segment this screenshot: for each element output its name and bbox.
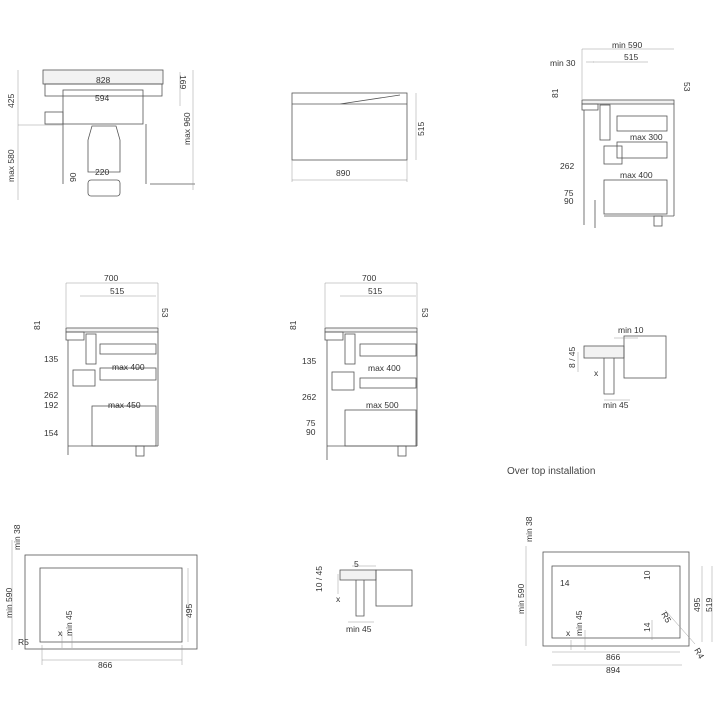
dim-10-45: 10 / 45 <box>314 566 324 592</box>
fig-cutout-flush: min 38 min 590 495 R5 x min 45 866 <box>4 524 198 670</box>
dim-81: 81 <box>288 320 298 330</box>
dim-90: 90 <box>564 196 574 206</box>
dim-min-590: min 590 <box>612 40 643 50</box>
dim-x: x <box>58 628 63 638</box>
fig-side-section-extractor: 828 594 169 425 max 580 max 960 220 90 <box>6 69 195 200</box>
dim-max-500: max 500 <box>366 400 399 410</box>
dim-min-10: min 10 <box>618 325 644 335</box>
dim-81: 81 <box>32 320 42 330</box>
dim-262: 262 <box>302 392 316 402</box>
dim-53: 53 <box>682 82 692 92</box>
dim-8-45: 8 / 45 <box>567 346 577 368</box>
dim-min-38: min 38 <box>12 524 22 550</box>
dim-495: 495 <box>184 604 194 618</box>
dim-515: 515 <box>110 286 124 296</box>
fig-section-drawers-c: 700 515 81 53 135 max 400 262 max 500 75… <box>288 273 430 460</box>
dim-594: 594 <box>95 93 109 103</box>
dim-5: 5 <box>354 559 359 569</box>
dim-700: 700 <box>104 273 118 283</box>
dim-866: 866 <box>98 660 112 670</box>
dim-192: 192 <box>44 400 58 410</box>
dim-r5: R5 <box>659 610 673 625</box>
dim-min-45: min 45 <box>574 610 584 636</box>
dim-max-400: max 400 <box>112 362 145 372</box>
dim-r4: R4 <box>692 646 706 661</box>
dim-min-38: min 38 <box>524 516 534 542</box>
fig-cutout-overtop: min 38 min 590 14 10 495 519 R5 x min 45… <box>516 516 714 675</box>
dim-519: 519 <box>704 598 714 612</box>
dim-14-left: 14 <box>560 578 570 588</box>
dim-866: 866 <box>606 652 620 662</box>
dim-515: 515 <box>416 122 426 136</box>
dim-max-960: max 960 <box>182 112 192 145</box>
dim-max-300: max 300 <box>630 132 663 142</box>
dim-425: 425 <box>6 94 16 108</box>
dim-min-590: min 590 <box>4 587 14 618</box>
dim-81: 81 <box>550 88 560 98</box>
dim-515: 515 <box>624 52 638 62</box>
dim-x: x <box>566 628 571 638</box>
dim-min-30: min 30 <box>550 58 576 68</box>
dim-262: 262 <box>560 161 574 171</box>
fig-overtop-detail: min 10 8 / 45 x min 45 Over top installa… <box>507 325 667 477</box>
dim-75: 75 <box>564 188 574 198</box>
dim-min-45: min 45 <box>64 610 74 636</box>
dim-x: x <box>594 368 599 378</box>
dim-53: 53 <box>420 308 430 318</box>
dim-890: 890 <box>336 168 350 178</box>
dim-x: x <box>336 594 341 604</box>
dim-53: 53 <box>160 308 170 318</box>
dim-min-45: min 45 <box>346 624 372 634</box>
dim-max-400: max 400 <box>368 363 401 373</box>
dim-min-45: min 45 <box>603 400 629 410</box>
dim-75: 75 <box>306 418 316 428</box>
dim-828: 828 <box>96 75 110 85</box>
dim-90: 90 <box>68 172 78 182</box>
fig-section-drawers-b: 700 515 81 53 135 max 400 262 192 max 45… <box>32 273 170 457</box>
dim-700: 700 <box>362 273 376 283</box>
dim-495: 495 <box>692 598 702 612</box>
dim-max-580: max 580 <box>6 149 16 182</box>
caption-over-top-installation: Over top installation <box>507 466 595 477</box>
dim-135: 135 <box>44 354 58 364</box>
dim-894: 894 <box>606 665 620 675</box>
dim-14-bottom: 14 <box>642 622 652 632</box>
dim-r5: R5 <box>18 637 29 647</box>
dim-169: 169 <box>178 75 188 89</box>
dim-10: 10 <box>642 570 652 580</box>
fig-section-drawers-a: min 590 min 30 515 81 53 max 300 262 max… <box>550 40 692 228</box>
dim-262: 262 <box>44 390 58 400</box>
dim-min-590: min 590 <box>516 583 526 614</box>
dim-220: 220 <box>95 167 109 177</box>
dim-max-450: max 450 <box>108 400 141 410</box>
fig-flush-detail: 5 10 / 45 x min 45 <box>314 559 413 634</box>
dim-135: 135 <box>302 356 316 366</box>
fig-front-view: 890 515 <box>291 92 426 182</box>
dim-90: 90 <box>306 427 316 437</box>
dim-154: 154 <box>44 428 58 438</box>
dim-515: 515 <box>368 286 382 296</box>
dim-max-400: max 400 <box>620 170 653 180</box>
